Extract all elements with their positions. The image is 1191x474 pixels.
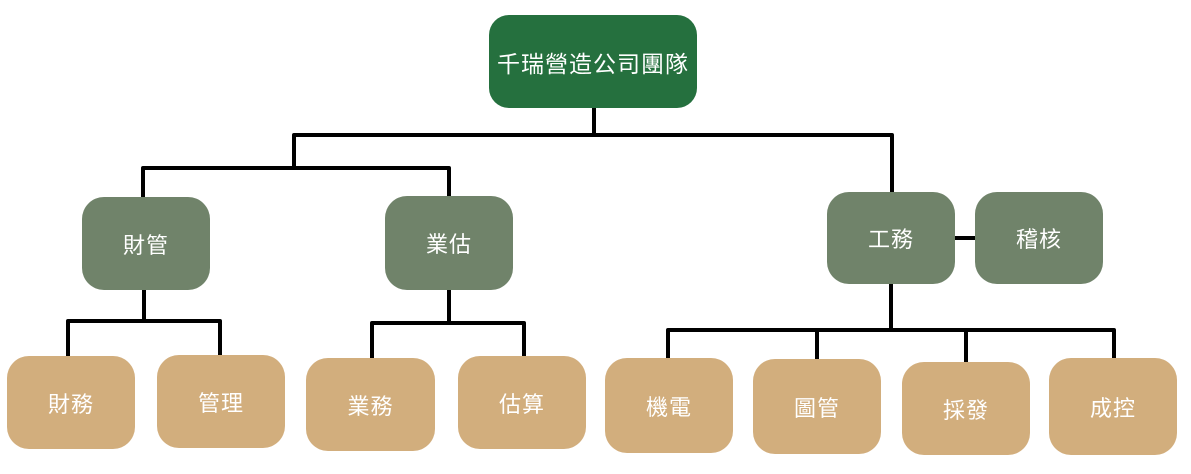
org-node-finance[interactable]: 財管: [82, 197, 210, 290]
org-node-engineering-label: 工務: [867, 228, 914, 253]
org-node-drawing-control-label: 圖管: [793, 396, 840, 422]
org-node-management-label: 管理: [197, 391, 244, 417]
connector-root-bus: [292, 133, 894, 192]
org-node-cost-control[interactable]: 成控: [1049, 358, 1177, 455]
org-node-engineering[interactable]: 工務: [827, 192, 955, 284]
org-node-mep[interactable]: 機電: [605, 358, 733, 453]
org-node-mep-label: 機電: [645, 395, 692, 421]
org-node-finance-label: 財管: [122, 233, 169, 259]
org-node-accounting-label: 財務: [47, 392, 94, 418]
org-node-sales[interactable]: 業務: [306, 358, 435, 451]
org-node-business-label: 業估: [425, 233, 472, 258]
org-node-procurement[interactable]: 採發: [902, 362, 1030, 455]
connector-finance: [66, 290, 222, 356]
org-node-cost-control-label: 成控: [1089, 396, 1136, 422]
org-node-accounting[interactable]: 財務: [7, 356, 135, 449]
org-node-drawing-control[interactable]: 圖管: [753, 359, 881, 454]
org-node-estimation[interactable]: 估算: [458, 356, 586, 449]
org-node-root-label: 千瑞營造公司團隊: [497, 51, 689, 78]
connector-business: [370, 290, 526, 358]
connector-left-bus: [141, 166, 451, 197]
org-node-business[interactable]: 業估: [385, 196, 513, 290]
connector-engineering: [666, 284, 1116, 362]
org-node-sales-label: 業務: [347, 394, 394, 420]
org-node-audit[interactable]: 稽核: [975, 192, 1103, 284]
org-node-audit-label: 稽核: [1015, 228, 1062, 253]
org-node-root[interactable]: 千瑞營造公司團隊: [489, 15, 697, 108]
org-node-management[interactable]: 管理: [157, 355, 285, 448]
org-node-procurement-label: 採發: [942, 398, 989, 424]
org-node-estimation-label: 估算: [498, 392, 545, 418]
